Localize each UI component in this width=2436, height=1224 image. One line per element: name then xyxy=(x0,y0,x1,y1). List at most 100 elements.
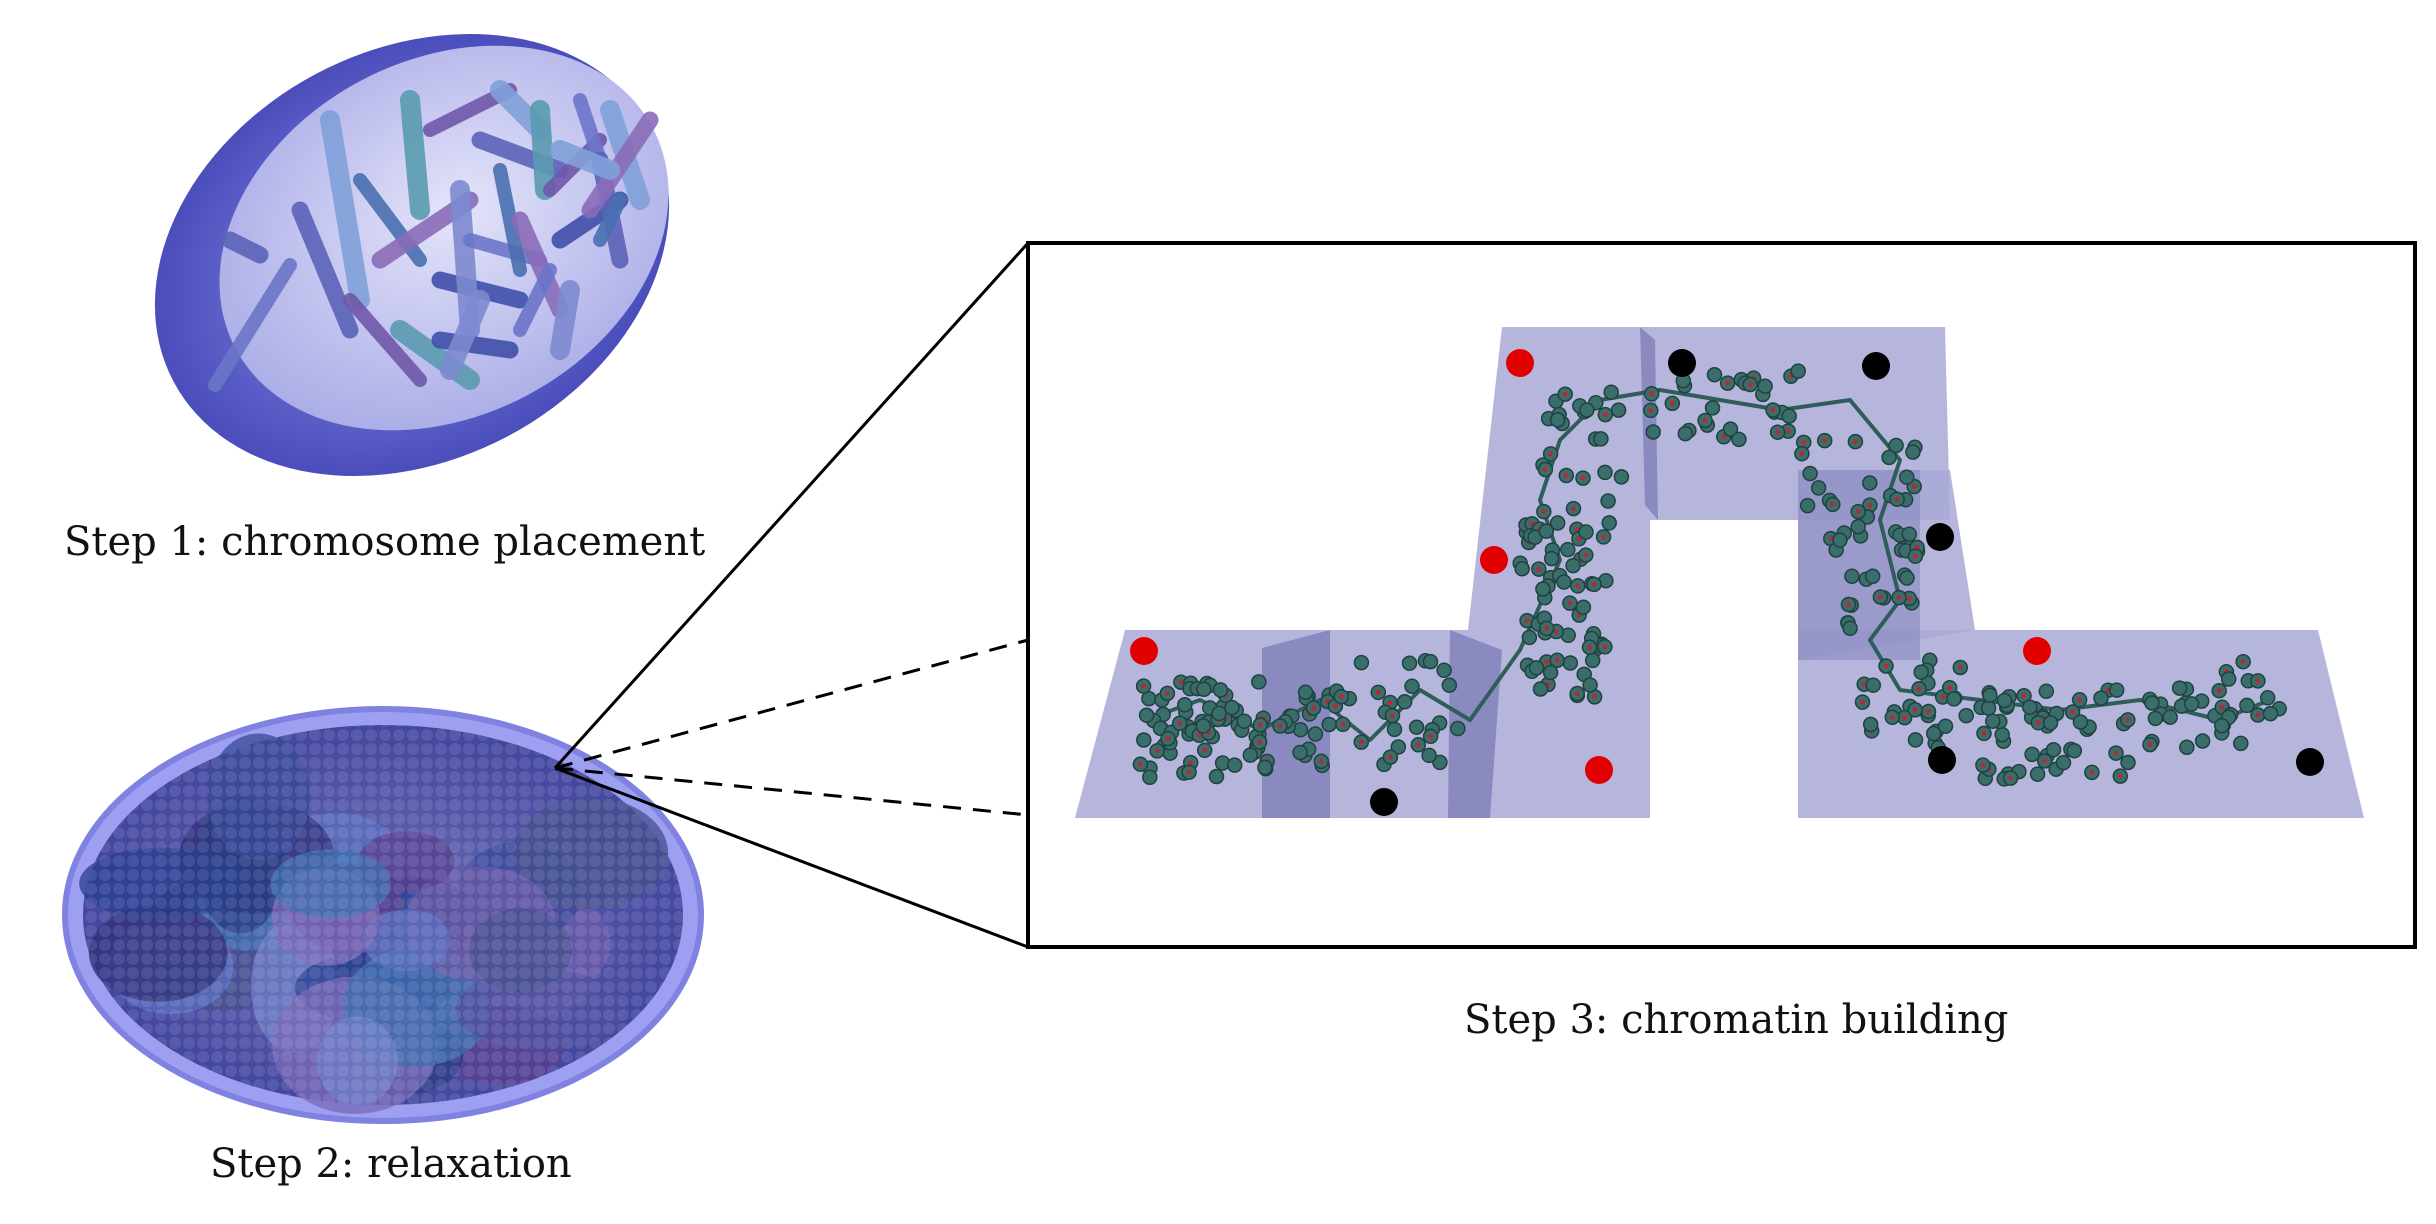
nucleosome xyxy=(1404,678,1420,695)
nucleosome-core xyxy=(2070,709,2076,715)
nucleosome-core xyxy=(1926,709,1931,714)
nucleosome-core xyxy=(1524,618,1530,624)
nucleosome xyxy=(2194,733,2211,749)
nucleosome-core xyxy=(1799,451,1805,457)
nucleosome-core xyxy=(1855,509,1861,515)
nucleosome xyxy=(1226,757,1243,773)
nucleosome-core xyxy=(1721,434,1727,440)
nucleosome-core xyxy=(1338,694,1344,700)
nucleosome-core xyxy=(1277,723,1283,729)
nucleosome xyxy=(1832,532,1848,548)
nucleosome-core xyxy=(1592,694,1598,700)
nucleosome xyxy=(2144,695,2160,711)
black-marker xyxy=(2296,748,2324,776)
nucleosome-core xyxy=(2035,720,2041,726)
nucleosome xyxy=(1242,747,1259,763)
nucleosome-core xyxy=(1981,730,1987,736)
nucleosome xyxy=(2024,746,2040,763)
nucleosome xyxy=(1601,515,1617,531)
nucleosome xyxy=(1704,400,1721,416)
black-marker xyxy=(1862,352,1890,380)
nucleosome xyxy=(1610,402,1627,418)
nucleosome xyxy=(1195,718,1212,734)
boundary-markers xyxy=(1130,349,2324,816)
nucleosome xyxy=(1899,570,1915,586)
nucleosome xyxy=(2093,690,2109,706)
nucleosome-core xyxy=(1828,536,1834,542)
nucleosome-core xyxy=(1311,705,1317,711)
nucleosome xyxy=(1450,720,1466,737)
nucleosome-core xyxy=(1358,739,1364,745)
nucleosome xyxy=(1138,707,1155,723)
chromosome-rod xyxy=(581,111,659,219)
nucleosome-core xyxy=(1587,644,1592,650)
nucleosome xyxy=(2055,754,2072,771)
nucleosome xyxy=(2262,705,2279,722)
nucleosome-core xyxy=(1602,412,1608,418)
nucleosome-core xyxy=(1154,748,1160,754)
red-marker xyxy=(1585,756,1613,784)
nucleosome xyxy=(1982,687,1998,703)
nucleosome xyxy=(1865,677,1882,693)
nucleosome xyxy=(1996,692,2013,709)
red-marker xyxy=(1480,546,1508,574)
nucleosome xyxy=(2183,696,2200,712)
nucleosome xyxy=(1212,682,1229,698)
nucleosome-core xyxy=(1390,713,1395,719)
nucleosome xyxy=(1549,515,1566,531)
red-marker xyxy=(1506,349,1534,377)
nucleosome-core xyxy=(1591,581,1597,587)
nucleosome-core xyxy=(1889,714,1895,720)
nucleosome-core xyxy=(1563,473,1569,478)
nucleosome-core xyxy=(2125,717,2131,723)
chromosome-rod xyxy=(343,293,427,387)
nucleosome xyxy=(1582,677,1598,693)
nucleosome-core xyxy=(1536,566,1542,572)
chromosome-rod xyxy=(221,231,269,264)
nucleosome-core xyxy=(2255,712,2261,718)
red-marker xyxy=(2023,637,2051,665)
nucleosome-core xyxy=(1846,602,1851,607)
nucleosome-core xyxy=(1553,629,1559,634)
nucleosome xyxy=(1946,691,1962,707)
nucleosome xyxy=(1600,493,1616,509)
nucleosome xyxy=(1196,681,1212,698)
nucleosome-core xyxy=(1202,747,1208,753)
nucleosome xyxy=(2066,742,2083,759)
nucleosome xyxy=(1386,721,1403,738)
nucleosome xyxy=(1888,437,1904,454)
nucleosome-core xyxy=(1867,502,1873,508)
nucleosome-core xyxy=(1375,689,1381,695)
nucleosome-core xyxy=(1571,506,1576,512)
nucleosome-core xyxy=(1554,657,1560,663)
nucleosome xyxy=(1211,705,1227,722)
nucleosome-core xyxy=(1830,501,1836,507)
nucleosome-core xyxy=(1178,679,1184,685)
nucleosome xyxy=(2220,671,2237,687)
nucleosome xyxy=(2029,766,2046,782)
nucleosome xyxy=(2179,739,2195,756)
nucleosome xyxy=(2171,680,2188,696)
nucleosome-core xyxy=(1860,699,1865,705)
nucleosome xyxy=(1565,557,1581,574)
nucleosome xyxy=(1390,739,1407,755)
nucleosome xyxy=(1542,664,1559,681)
nucleosome xyxy=(1136,732,1152,748)
nucleosome-core xyxy=(1544,625,1550,631)
zoom-connectors xyxy=(553,241,1030,949)
nucleosome-core xyxy=(1544,659,1550,665)
chromosome-rod xyxy=(511,211,569,319)
nucleosome-core xyxy=(2077,697,2083,703)
chromosome-rod xyxy=(550,280,580,360)
nucleosome-core xyxy=(1164,690,1170,696)
nucleosome-core xyxy=(1548,451,1554,457)
nucleosome xyxy=(1842,620,1858,637)
nucleosome xyxy=(1421,747,1437,764)
step3-panel xyxy=(1026,241,2417,949)
nucleosome-core xyxy=(2240,659,2246,665)
zoom-line-bottom xyxy=(554,766,1029,949)
nucleosome-core xyxy=(1601,534,1607,540)
nucleosome-core xyxy=(1775,429,1781,435)
chromosome-rod xyxy=(550,140,620,180)
nucleosome xyxy=(1645,424,1661,440)
